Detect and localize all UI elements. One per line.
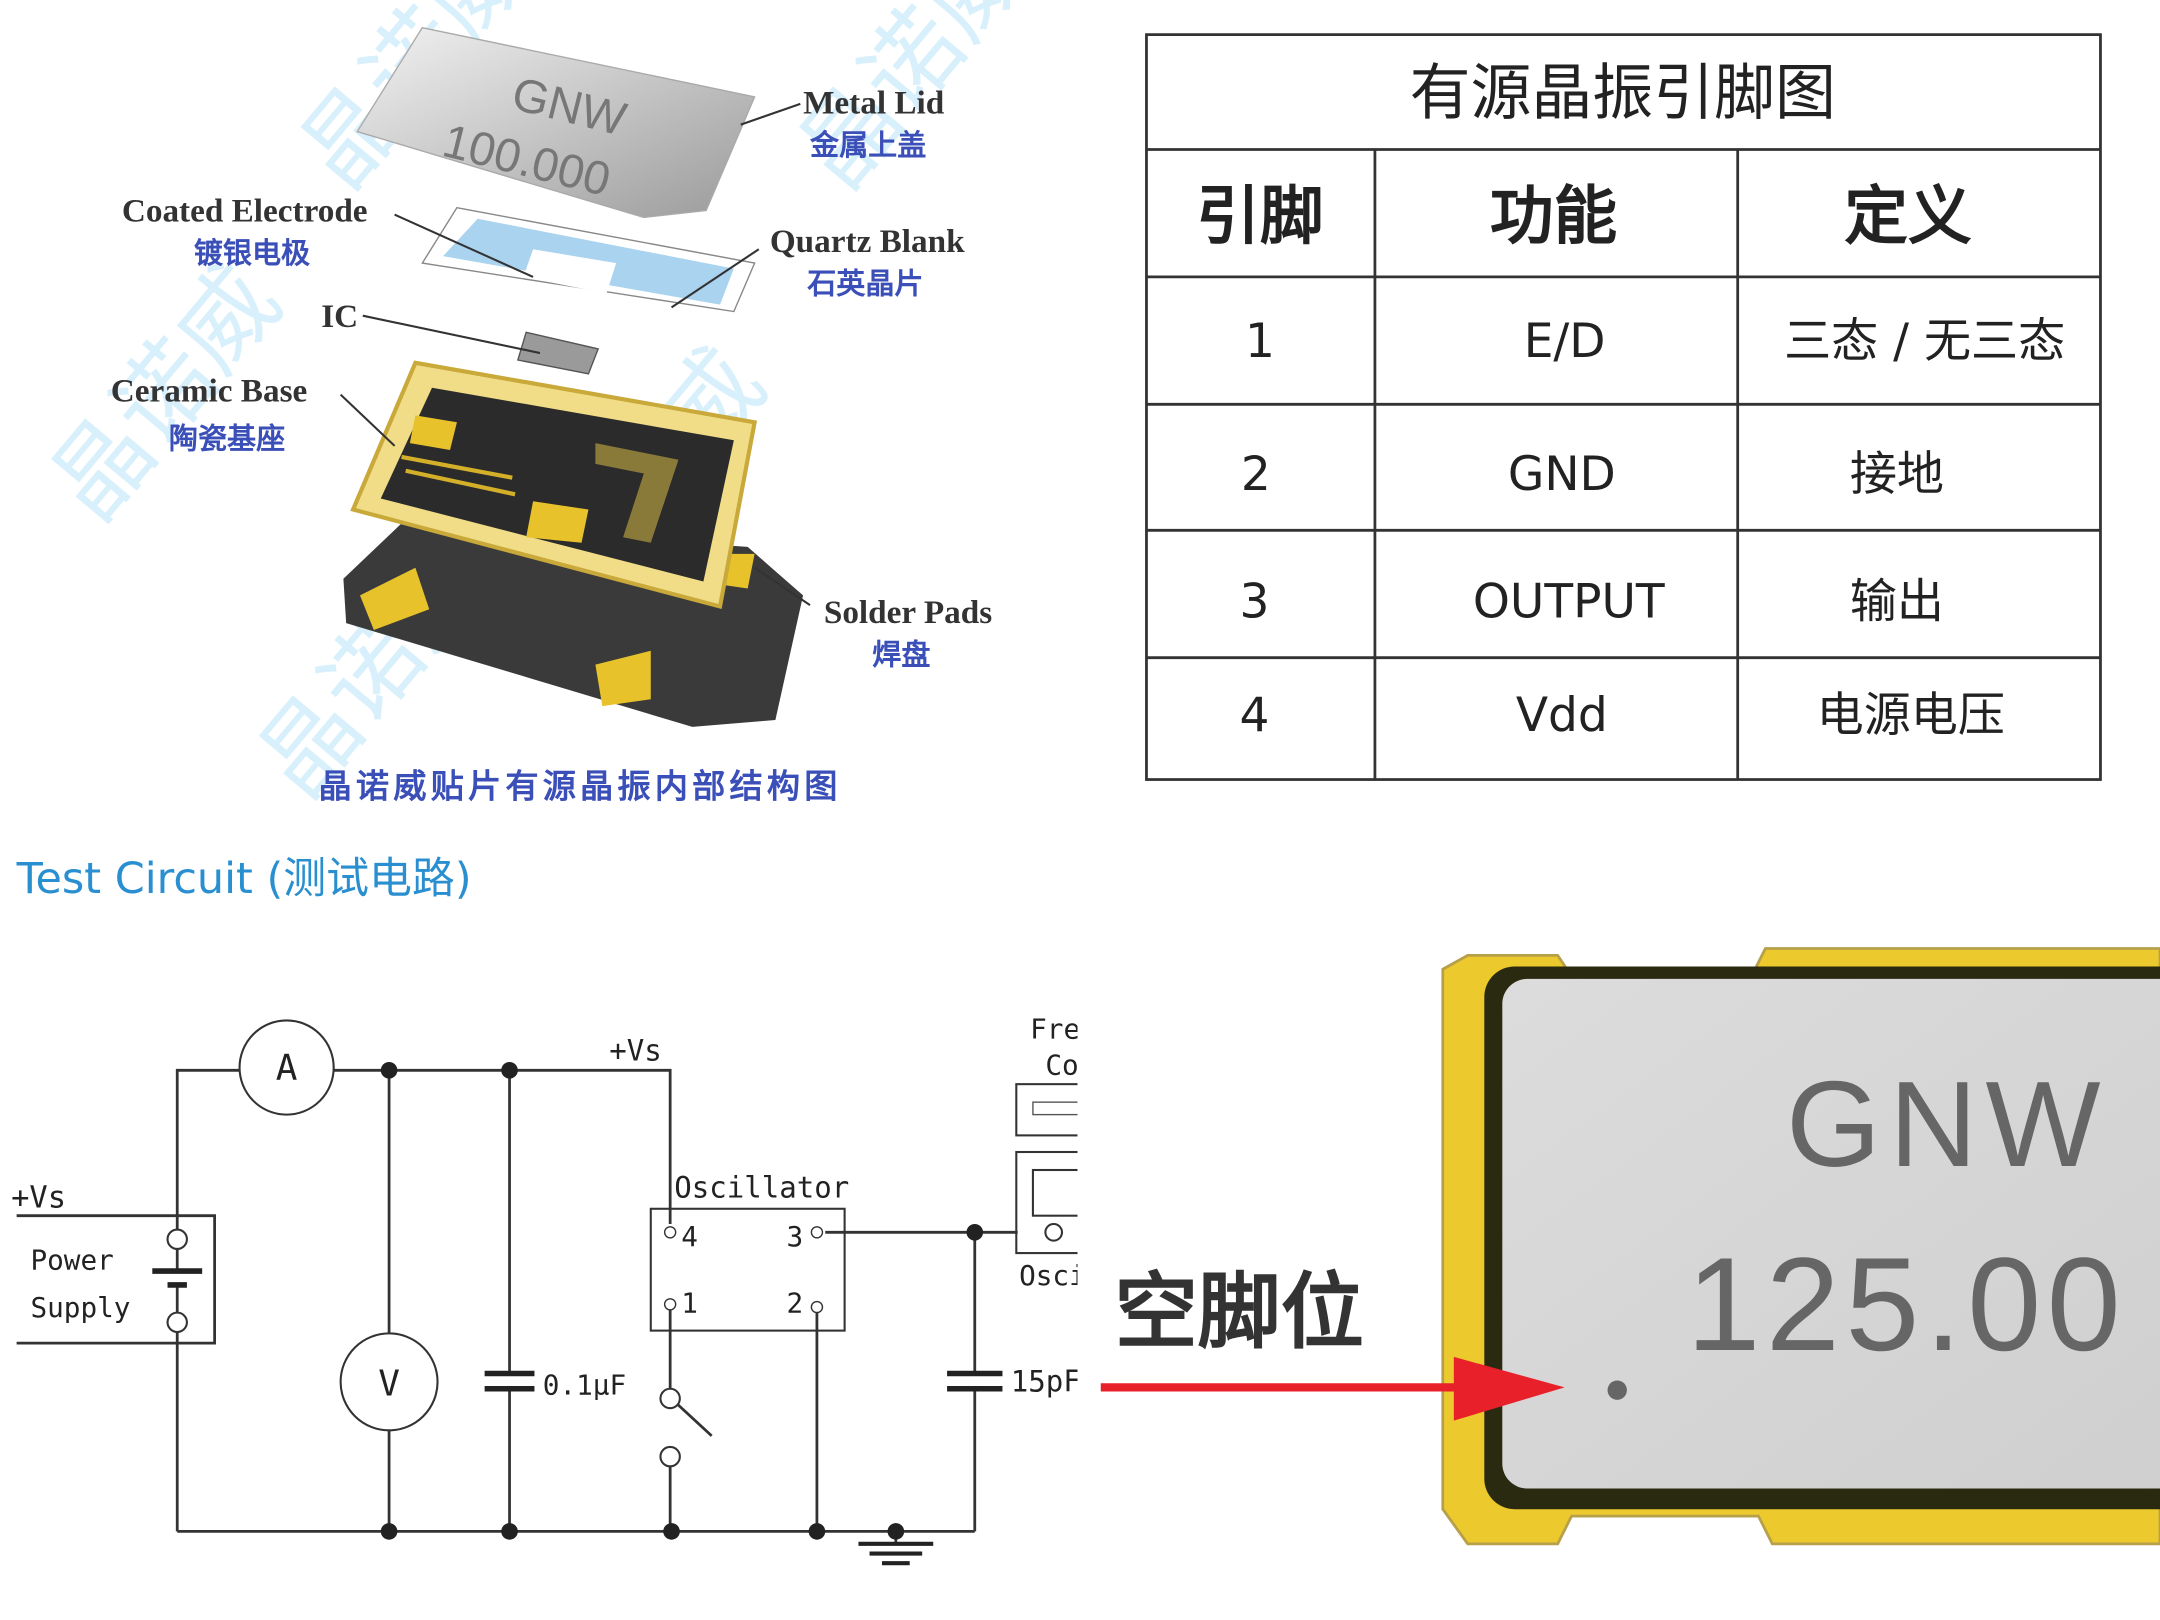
ammeter: A	[238, 1019, 335, 1116]
metal-lid-label-cn: 金属上盖	[809, 128, 926, 162]
table-title: 有源晶振引脚图	[1410, 58, 1836, 129]
table-row: 1 E/D 三态 / 无三态	[1245, 314, 2065, 369]
power-label: Power	[30, 1244, 113, 1277]
ammeter-label: A	[276, 1048, 298, 1089]
switch-icon	[659, 1387, 681, 1468]
vs-left-label: +Vs	[11, 1180, 66, 1215]
ic-label: IC	[321, 298, 358, 335]
pin-table: 有源晶振引脚图 引脚 功能 定义 1 E/D 三态 / 无三态 2 GND 接地…	[1145, 33, 2102, 781]
metal-lid-label: Metal Lid	[803, 85, 945, 122]
coated-electrode-label: Coated Electrode	[122, 193, 368, 230]
pin-3-label: 3	[786, 1220, 803, 1253]
cell: Vdd	[1516, 688, 1608, 743]
cell: 三态 / 无三态	[1784, 314, 2065, 369]
cell: GND	[1508, 447, 1616, 502]
solder-pads-label-cn: 焊盘	[872, 638, 930, 672]
cell: 3	[1239, 575, 1269, 630]
pin1-dot	[1607, 1380, 1627, 1400]
voltmeter-label: V	[378, 1364, 400, 1405]
counter-label-1: Fre	[1030, 1012, 1080, 1045]
table-row: 4 Vdd 电源电压	[1239, 688, 2004, 743]
ic-illustration	[516, 331, 600, 375]
cap1-label: 0.1μF	[543, 1368, 626, 1401]
diagram-caption: 晶诺威贴片有源晶振内部结构图	[318, 767, 841, 806]
solder-pads-label: Solder Pads	[824, 594, 992, 631]
ceramic-base-label: Ceramic Base	[111, 373, 307, 410]
cell: 输出	[1850, 575, 1944, 630]
supply-label: Supply	[30, 1291, 130, 1324]
oscillator-label: Oscillator	[674, 1171, 849, 1205]
oscilloscope: Osci	[1015, 1150, 1086, 1292]
cell: 4	[1239, 688, 1269, 743]
cell: 2	[1241, 447, 1271, 502]
coated-electrode-label-cn: 镀银电极	[194, 236, 310, 270]
cell: 电源电压	[1817, 688, 2005, 743]
pin-4-label: 4	[681, 1220, 698, 1253]
quartz-blank-label-cn: 石英晶片	[806, 267, 923, 301]
table-header-row: 引脚 功能 定义	[1196, 180, 1972, 254]
pin-2-label: 2	[786, 1287, 803, 1320]
test-circuit-schematic: +Vs Power Supply A V 0.1μF 15pF +Vs Osci	[11, 1012, 1086, 1566]
frequency-counter: Fre Co	[1015, 1012, 1080, 1137]
chip-marking-frequency: 125.00	[1686, 1231, 2126, 1379]
structure-diagram: 晶诺威 晶诺威 晶诺威 晶诺威 晶诺威	[28, 0, 1049, 818]
terminal-icon	[166, 1311, 188, 1334]
capacitor-15pF: 15pF	[947, 1365, 1081, 1399]
ceramic-base-label-cn: 陶瓷基座	[169, 422, 285, 456]
counter-label-2: Co	[1045, 1048, 1078, 1081]
ground-icon	[858, 1541, 934, 1566]
arrow-icon	[1100, 1356, 1565, 1421]
cell: E/D	[1524, 314, 1606, 369]
header-definition: 定义	[1844, 180, 1972, 254]
table-row: 2 GND 接地	[1241, 447, 1944, 502]
cap2-label: 15pF	[1011, 1365, 1081, 1399]
capacitor-0.1uF: 0.1μF	[484, 1368, 626, 1401]
metal-lid-illustration: GNW 100.000	[356, 26, 756, 219]
cell: 1	[1245, 314, 1275, 369]
leader-lines	[339, 102, 811, 606]
terminal-icon	[166, 1228, 188, 1250]
chip-photo: GNW 125.00 空脚位	[1100, 947, 2160, 1546]
ceramic-base-illustration	[350, 360, 758, 610]
quartz-blank-illustration	[421, 206, 756, 313]
test-circuit-title: Test Circuit (测试电路)	[16, 854, 472, 904]
cell: OUTPUT	[1473, 575, 1665, 630]
vs-top-label: +Vs	[609, 1034, 662, 1068]
power-supply: +Vs Power Supply	[11, 1180, 216, 1345]
scope-label: Osci	[1019, 1259, 1086, 1292]
header-function: 功能	[1490, 180, 1617, 254]
cell: 接地	[1850, 447, 1944, 502]
pin-1-label: 1	[681, 1287, 698, 1320]
table-row: 3 OUTPUT 输出	[1239, 575, 1944, 630]
voltmeter: V	[339, 1332, 439, 1432]
nc-pin-annotation: 空脚位	[1115, 1263, 1364, 1360]
oscillator-block: Oscillator 4 3 1 2	[649, 1171, 849, 1332]
junction-nodes	[380, 1062, 984, 1540]
quartz-blank-label: Quartz Blank	[770, 223, 965, 260]
chip-marking-brand: GNW	[1786, 1056, 2109, 1192]
header-pin: 引脚	[1196, 180, 1323, 254]
